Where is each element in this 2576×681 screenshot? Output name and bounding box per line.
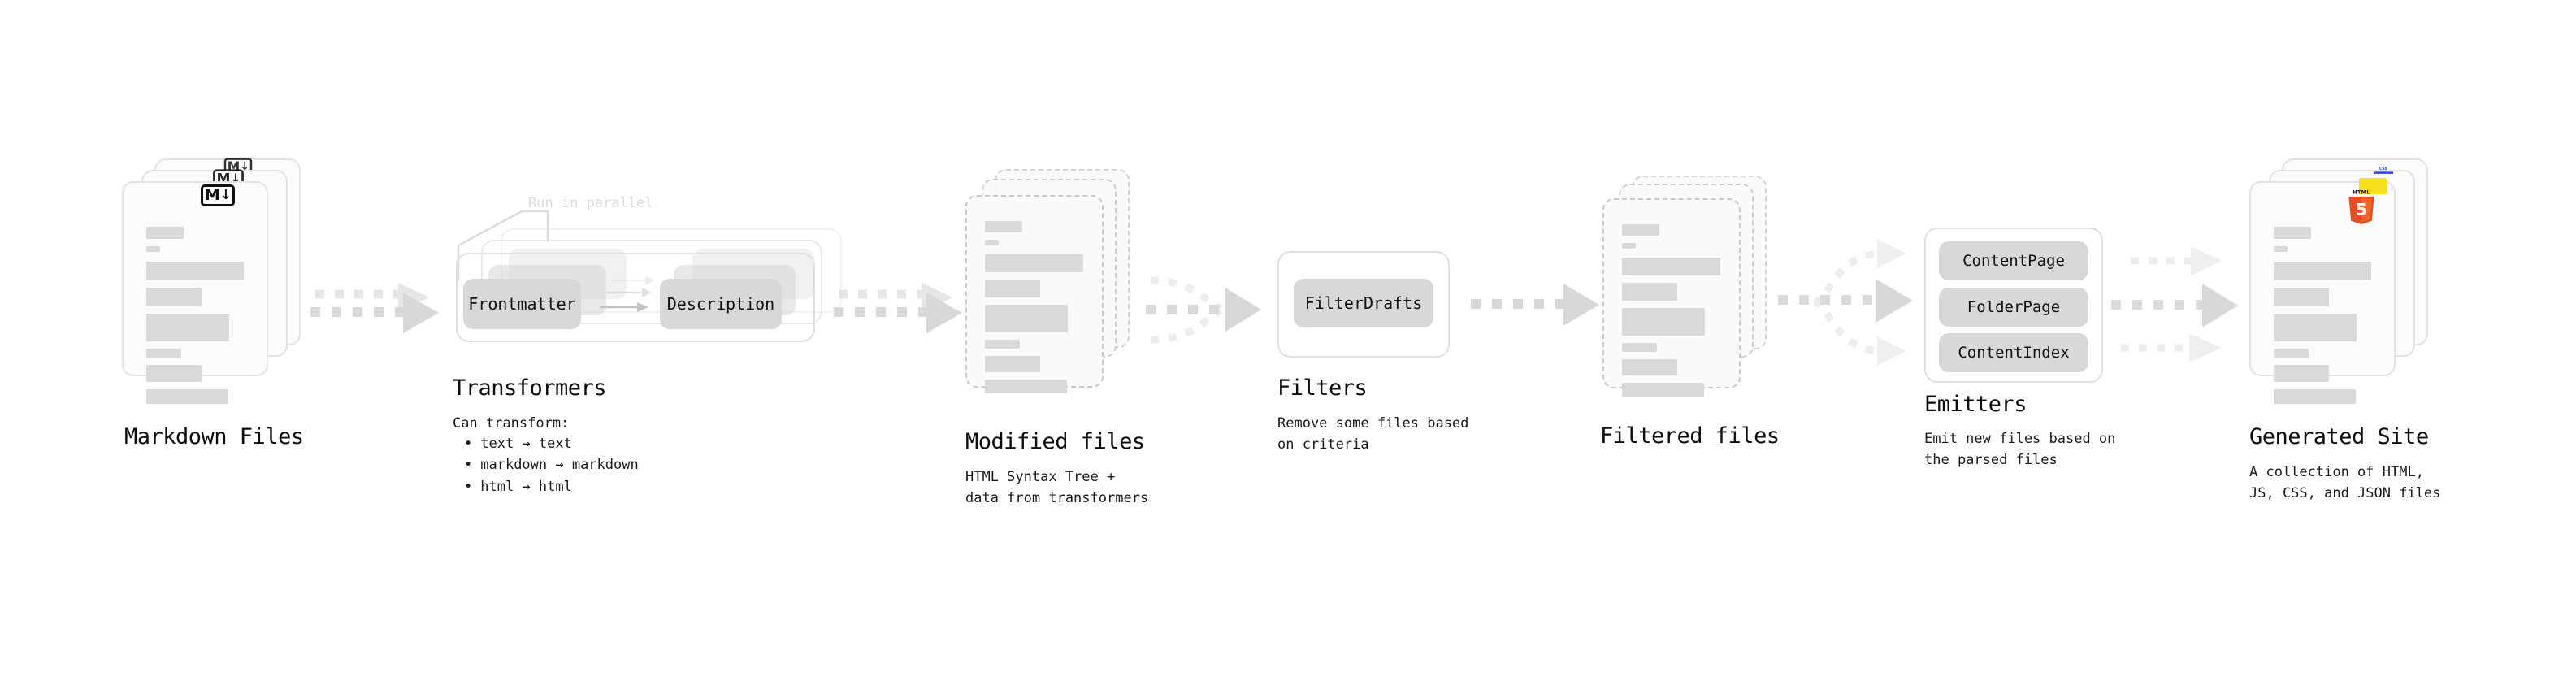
stage-desc-transformers: Can transform: — [453, 415, 570, 432]
list-item: text → text — [464, 433, 639, 454]
md-arrow: ↓ — [240, 159, 249, 174]
transformer-pill-frontmatter[interactable]: Frontmatter — [463, 279, 581, 329]
stage-desc-generated-site: A collection of HTML, JS, CSS, and JSON … — [2249, 464, 2441, 502]
emitter-pill-label: FolderPage — [1967, 298, 2061, 316]
markdown-badge-front: M↓ — [201, 184, 235, 206]
filter-pill-label: FilterDrafts — [1304, 293, 1423, 313]
emitter-pill-contentindex[interactable]: ContentIndex — [1939, 333, 2088, 372]
arrow-filtered-to-emitters-fanout — [1778, 239, 1913, 366]
svg-text:CSS: CSS — [2379, 167, 2388, 171]
transformer-inner-arrows — [600, 275, 655, 312]
skeleton-lines — [1622, 224, 1721, 404]
skeleton-lines — [985, 221, 1084, 401]
js-badge — [2359, 178, 2387, 194]
arrow-markdown-to-transformers — [310, 283, 439, 333]
transformer-capability-list: text → text markdown → markdown html → h… — [453, 433, 639, 497]
emitter-pill-label: ContentIndex — [1958, 344, 2070, 362]
emitters-group-box — [1924, 228, 2103, 383]
svg-text:5: 5 — [2356, 201, 2367, 219]
skeleton-lines — [146, 227, 244, 411]
emitter-pill-contentpage[interactable]: ContentPage — [1939, 241, 2088, 280]
stage-title-emitters: Emitters — [1924, 392, 2027, 417]
list-item: html → html — [464, 476, 639, 497]
arrow-emitters-to-site — [2111, 246, 2238, 362]
stage-title-filtered-files: Filtered files — [1600, 423, 1780, 449]
transformer-group-front — [456, 253, 815, 342]
modified-card-front — [965, 195, 1104, 393]
stage-title-generated-site: Generated Site — [2249, 424, 2429, 449]
filter-pill-filterdrafts[interactable]: FilterDrafts — [1294, 279, 1433, 327]
transformer-pill-label: Description — [666, 294, 775, 314]
skeleton-lines — [2274, 227, 2371, 411]
arrow-transformers-to-modified — [834, 283, 962, 333]
transformer-pill-label: Frontmatter — [468, 294, 576, 314]
filtered-card-front — [1602, 198, 1741, 397]
stage-title-transformers: Transformers — [453, 375, 607, 401]
stage-desc-filters: Remove some files based on criteria — [1277, 415, 1469, 453]
arrow-filters-to-filtered — [1471, 284, 1599, 326]
markdown-card-front — [122, 181, 268, 404]
html5-badge: HTML 5 — [2348, 189, 2374, 224]
filters-group-box — [1277, 251, 1450, 358]
stage-desc-emitters: Emit new files based on the parsed files — [1924, 431, 2116, 469]
css-badge: CSS — [2373, 167, 2394, 174]
md-arrow: ↓ — [219, 187, 232, 203]
stage-title-filters: Filters — [1277, 375, 1368, 401]
list-item: markdown → markdown — [464, 454, 638, 475]
svg-text:HTML: HTML — [2353, 189, 2370, 195]
md-letter: M — [204, 186, 220, 204]
stage-title-modified-files: Modified files — [965, 429, 1145, 454]
stage-title-markdown-files: Markdown Files — [124, 424, 304, 449]
arrow-modified-to-filters-merge — [1146, 276, 1261, 344]
transformer-pill-description[interactable]: Description — [660, 279, 782, 329]
stage-desc-modified-files: HTML Syntax Tree + data from transformer… — [965, 469, 1149, 507]
emitter-pill-folderpage[interactable]: FolderPage — [1939, 288, 2088, 327]
emitter-pill-label: ContentPage — [1962, 252, 2065, 270]
run-in-parallel-label: Run in parallel — [528, 195, 653, 211]
